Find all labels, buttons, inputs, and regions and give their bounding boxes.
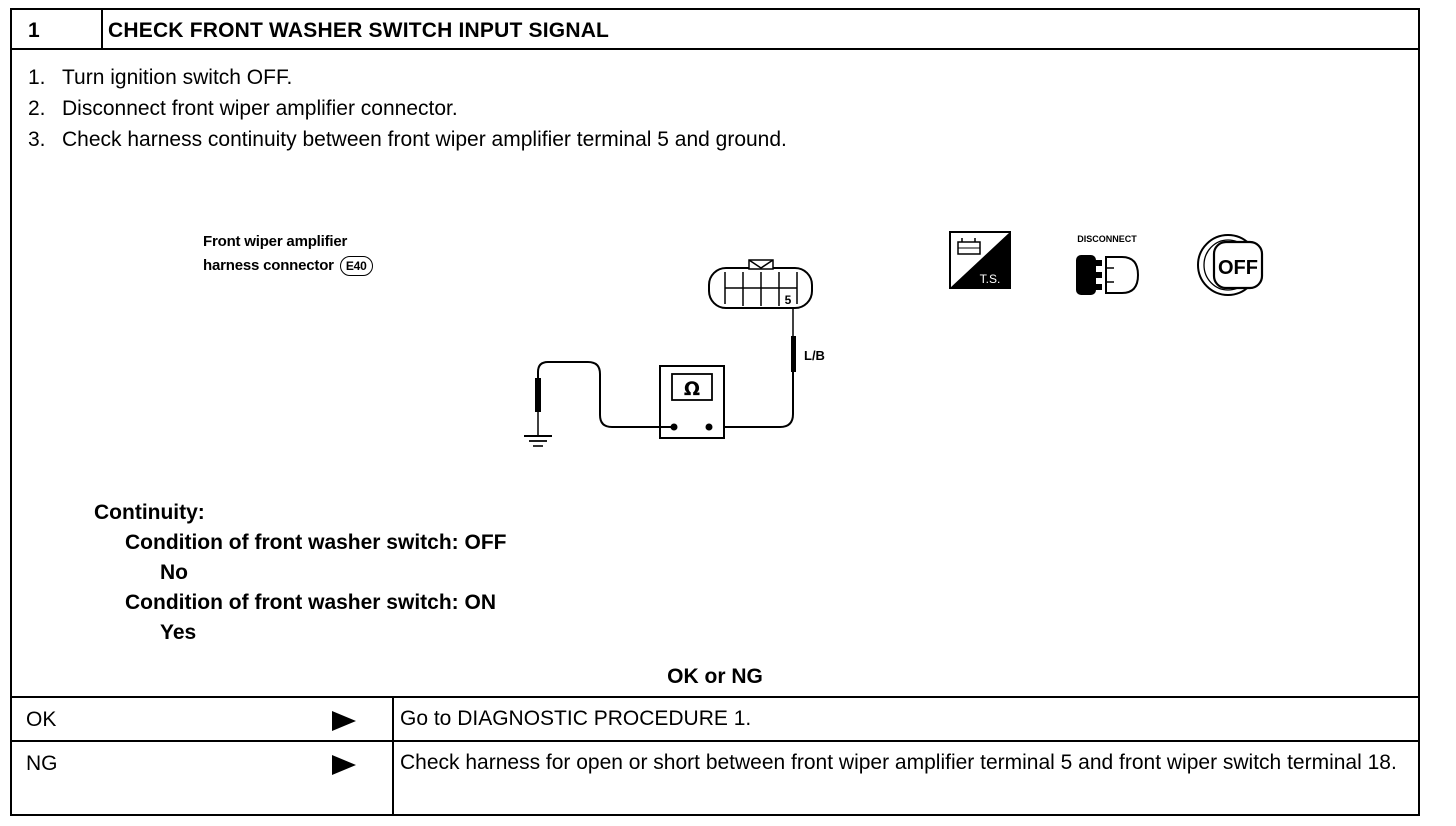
ohmmeter — [659, 365, 725, 439]
result-label-ok: OK — [26, 708, 57, 731]
spec-condition: Condition of front washer switch: ON — [125, 591, 496, 614]
continuity-spec: Continuity: Condition of front washer sw… — [94, 498, 506, 648]
procedure-step: 1.Turn ignition switch OFF. — [28, 66, 293, 89]
harness-connector — [708, 259, 813, 309]
result-title: OK or NG — [667, 665, 763, 688]
header-divider — [101, 10, 103, 48]
result-column-divider — [392, 698, 394, 816]
spec-heading: Continuity: — [94, 501, 205, 524]
step-header: 1 CHECK FRONT WASHER SWITCH INPUT SIGNAL — [12, 10, 1418, 50]
step-title: CHECK FRONT WASHER SWITCH INPUT SIGNAL — [108, 19, 610, 42]
disconnect-label: DISCONNECT — [1077, 234, 1137, 244]
probe-tip — [791, 336, 796, 372]
connector-code-badge: E40 — [339, 256, 373, 277]
spec-result: No — [160, 561, 188, 584]
off-label: OFF — [1218, 257, 1258, 279]
spec-condition: Condition of front washer switch: OFF — [125, 531, 507, 554]
spec-result: Yes — [160, 621, 197, 644]
result-action-ok: Go to DIAGNOSTIC PROCEDURE 1. — [400, 707, 752, 730]
procedure-frame: 1 CHECK FRONT WASHER SWITCH INPUT SIGNAL… — [10, 8, 1420, 816]
disconnect-icon — [1076, 255, 1140, 295]
wiring-diagram: 5 L/B Ω — [524, 231, 1264, 447]
arrow-right-icon — [332, 755, 356, 775]
ohm-icon: Ω — [684, 378, 700, 400]
result-divider — [12, 740, 1418, 742]
procedure-step: 3.Check harness continuity between front… — [28, 128, 787, 151]
test-switch-icon — [949, 231, 1011, 289]
wire-color-label: L/B — [804, 348, 825, 363]
ts-label: T.S. — [980, 272, 1001, 286]
ignition-off-icon — [1197, 234, 1264, 296]
ground-probe — [535, 378, 541, 412]
procedure-steps: 1.Turn ignition switch OFF. 2.Disconnect… — [28, 62, 787, 155]
result-label-ng: NG — [26, 752, 58, 775]
result-divider — [12, 696, 1418, 698]
ground-icon — [524, 435, 552, 447]
result-action-ng: Check harness for open or short between … — [400, 751, 1397, 774]
arrow-right-icon — [332, 711, 356, 731]
terminal-number: 5 — [785, 293, 792, 307]
procedure-step: 2.Disconnect front wiper amplifier conne… — [28, 97, 458, 120]
step-number: 1 — [28, 19, 40, 42]
